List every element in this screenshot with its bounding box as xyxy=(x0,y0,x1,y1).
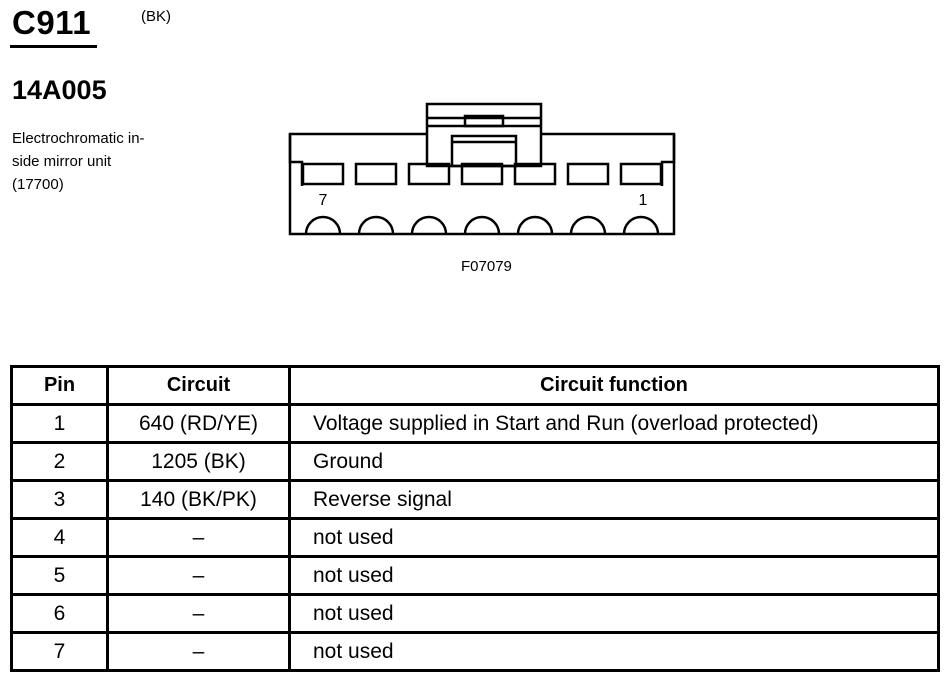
pin-label-1: 1 xyxy=(639,192,648,209)
cell-pin: 6 xyxy=(10,593,109,634)
seal-arch xyxy=(357,215,395,235)
cell-pin: 1 xyxy=(10,403,109,444)
cell-circuit: 1205 (BK) xyxy=(106,441,291,482)
cell-circuit: 140 (BK/PK) xyxy=(106,479,291,520)
terminal-cavity xyxy=(301,162,345,186)
seal-arch xyxy=(569,215,607,235)
cell-function: Ground xyxy=(288,441,940,482)
table-row: 4 – not used xyxy=(10,517,940,558)
table-row: 1 640 (RD/YE) Voltage supplied in Start … xyxy=(10,403,940,444)
cell-function: Voltage supplied in Start and Run (overl… xyxy=(288,403,940,444)
terminal-cavity xyxy=(460,162,504,186)
housing-inner-wall xyxy=(660,134,676,186)
table-row: 3 140 (BK/PK) Reverse signal xyxy=(10,479,940,520)
cell-pin: 5 xyxy=(10,555,109,596)
cell-function: not used xyxy=(288,593,940,634)
terminal-cavity xyxy=(566,162,610,186)
table-row: 7 – not used xyxy=(10,631,940,672)
seal-arch xyxy=(410,215,448,235)
component-description: Electrochromatic in- side mirror unit (1… xyxy=(12,127,192,196)
housing-inner-wall xyxy=(288,134,304,186)
connector-color: (BK) xyxy=(141,8,171,25)
seal-arch xyxy=(516,215,554,235)
component-description-line: side mirror unit xyxy=(12,153,112,170)
cell-function: not used xyxy=(288,555,940,596)
terminal-cavity xyxy=(619,162,663,186)
cell-pin: 3 xyxy=(10,479,109,520)
connector-id-underline xyxy=(10,45,97,48)
table-row: 5 – not used xyxy=(10,555,940,596)
seal-arch xyxy=(304,215,342,235)
cell-pin: 7 xyxy=(10,631,109,672)
cell-pin: 4 xyxy=(10,517,109,558)
connector-face-diagram: 7 1 xyxy=(288,102,676,236)
cell-function: Reverse signal xyxy=(288,479,940,520)
cell-pin: 2 xyxy=(10,441,109,482)
table-row: 2 1205 (BK) Ground xyxy=(10,441,940,482)
seal-arch xyxy=(622,215,660,235)
part-number: 14A005 xyxy=(12,75,107,105)
seal-arch xyxy=(463,215,501,235)
header-circuit: Circuit xyxy=(106,365,291,406)
locking-tab-latch xyxy=(463,114,505,128)
terminal-cavity xyxy=(513,162,557,186)
terminal-cavity xyxy=(354,162,398,186)
component-description-line: (17700) xyxy=(12,176,64,193)
header-circuit-function: Circuit function xyxy=(288,365,940,406)
component-description-line: Electrochromatic in- xyxy=(12,130,145,147)
table-header-row: Pin Circuit Circuit function xyxy=(10,365,940,406)
cell-circuit: – xyxy=(106,517,291,558)
pin-label-7: 7 xyxy=(319,192,328,209)
connector-housing xyxy=(288,132,676,236)
cell-circuit: – xyxy=(106,593,291,634)
cell-circuit: – xyxy=(106,555,291,596)
terminal-cavity xyxy=(407,162,451,186)
cell-circuit: 640 (RD/YE) xyxy=(106,403,291,444)
header-pin: Pin xyxy=(10,365,109,406)
connector-id: C911 xyxy=(12,4,92,41)
table-row: 6 – not used xyxy=(10,593,940,634)
pinout-table: Pin Circuit Circuit function 1 640 (RD/Y… xyxy=(10,365,940,672)
figure-reference: F07079 xyxy=(461,258,512,275)
cell-function: not used xyxy=(288,631,940,672)
locking-tab-key xyxy=(450,134,518,168)
cell-circuit: – xyxy=(106,631,291,672)
cell-function: not used xyxy=(288,517,940,558)
